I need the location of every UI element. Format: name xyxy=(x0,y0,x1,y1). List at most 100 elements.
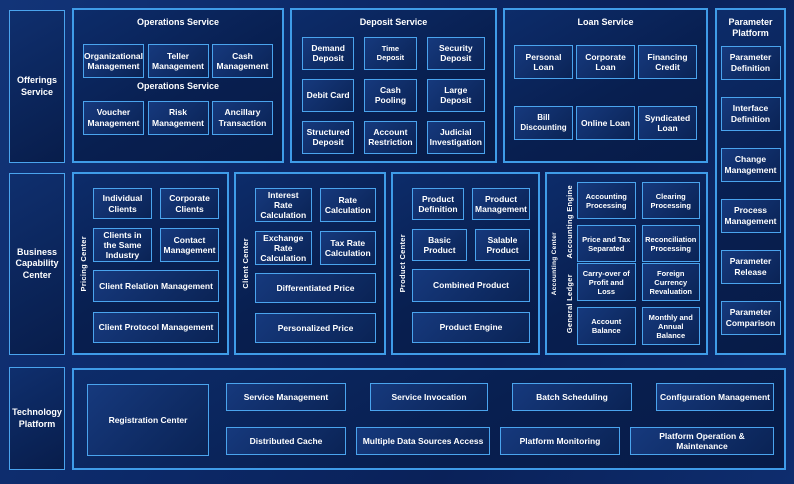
box-client-protocol-management: Client Protocol Management xyxy=(93,312,219,343)
box-foreign-currency-revaluation: Foreign Currency Revaluation xyxy=(641,263,700,301)
box-platform-operation-maintenance: Platform Operation & Maintenance xyxy=(630,427,774,455)
box-bill-discounting: Bill Discounting xyxy=(514,105,573,140)
operations-row-2: Voucher Management Risk Management Ancil… xyxy=(83,100,273,135)
box-change-management: Change Management xyxy=(720,147,781,182)
box-personal-loan: Personal Loan xyxy=(514,44,573,79)
box-large-deposit: Large Deposit xyxy=(426,78,485,112)
box-process-management: Process Management xyxy=(720,198,781,233)
operations-service-title: Operations Service xyxy=(136,17,220,27)
pricing-center-label: Pricing Center xyxy=(78,235,88,292)
box-reconciliation-processing: Reconciliation Processing xyxy=(641,225,700,262)
operations-service-mid-label: Operations Service xyxy=(136,80,220,91)
general-ledger-label: General Ledger xyxy=(565,274,574,334)
accounting-groups: Accounting Engine Accounting Processing … xyxy=(562,182,700,345)
box-tax-rate-calculation: Tax Rate Calculation xyxy=(319,231,376,265)
box-clearing-processing: Clearing Processing xyxy=(641,182,700,219)
pricing-center-label-strip: Pricing Center xyxy=(74,174,92,353)
box-platform-monitoring: Platform Monitoring xyxy=(500,427,620,455)
accounting-engine-label: Accounting Engine xyxy=(565,185,574,259)
box-differentiated-price: Differentiated Price xyxy=(255,273,376,304)
pricing-center-content: Individual Clients Corporate Clients Cli… xyxy=(92,174,227,353)
technology-grid: Service Management Service Invocation Ba… xyxy=(226,383,774,455)
box-teller-management: Teller Management xyxy=(147,43,209,78)
loan-row-1: Personal Loan Corporate Loan Financing C… xyxy=(514,44,697,79)
box-contact-management: Contact Management xyxy=(160,228,219,263)
box-product-definition: Product Definition xyxy=(412,188,465,221)
box-voucher-management: Voucher Management xyxy=(83,100,144,135)
box-corporate-loan: Corporate Loan xyxy=(576,44,635,79)
box-product-management: Product Management xyxy=(472,188,530,221)
box-accounting-processing: Accounting Processing xyxy=(577,182,636,219)
accounting-center-label-strip: Accounting Center xyxy=(547,182,562,345)
box-interest-rate-calculation: Interest Rate Calculation xyxy=(255,188,312,222)
client-center-panel: Client Center Interest Rate Calculation … xyxy=(234,172,386,355)
box-online-loan: Online Loan xyxy=(576,105,635,140)
box-security-deposit: Security Deposit xyxy=(426,36,485,70)
box-ancillary-transaction: Ancillary Transaction xyxy=(212,100,273,135)
box-demand-deposit: Demand Deposit xyxy=(302,36,355,70)
deposit-service-title: Deposit Service xyxy=(359,17,428,27)
box-salable-product: Salable Product xyxy=(475,229,530,262)
operations-service-panel: Operations Service Organizational Manage… xyxy=(72,8,284,163)
box-time-deposit: Time Deposit xyxy=(364,36,417,70)
box-service-management: Service Management xyxy=(226,383,346,411)
technology-platform-panel: Registration Center Service Management S… xyxy=(72,368,786,470)
accounting-engine-label-strip: Accounting Engine xyxy=(562,182,577,262)
box-judicial-investigation: Judicial Investigation xyxy=(426,120,485,154)
box-structured-deposit: Structured Deposit xyxy=(302,120,355,154)
operations-row-1: Organizational Management Teller Managem… xyxy=(83,43,273,78)
parameter-platform-list: Parameter Definition Interface Definitio… xyxy=(717,45,784,335)
box-corporate-clients: Corporate Clients xyxy=(160,188,219,220)
box-price-and-tax-separated: Price and Tax Separated xyxy=(577,225,636,262)
box-exchange-rate-calculation: Exchange Rate Calculation xyxy=(255,231,312,265)
box-carry-over-of-profit-and-loss: Carry-over of Profit and Loss xyxy=(577,263,636,301)
deposit-service-panel: Deposit Service Demand Deposit Time Depo… xyxy=(290,8,497,163)
general-ledger-group: General Ledger Carry-over of Profit and … xyxy=(562,263,700,345)
box-registration-center: Registration Center xyxy=(87,384,209,456)
box-multiple-data-sources-access: Multiple Data Sources Access xyxy=(356,427,490,455)
box-cash-pooling: Cash Pooling xyxy=(364,78,417,112)
box-personalized-price: Personalized Price xyxy=(255,313,376,343)
box-account-restriction: Account Restriction xyxy=(364,120,417,154)
box-clients-same-industry: Clients in the Same Industry xyxy=(93,228,152,263)
product-center-content: Product Definition Product Management Ba… xyxy=(411,174,538,353)
product-center-label: Product Center xyxy=(397,234,407,293)
box-cash-management: Cash Management xyxy=(212,43,273,78)
box-basic-product: Basic Product xyxy=(412,229,467,262)
product-center-panel: Product Center Product Definition Produc… xyxy=(391,172,540,355)
box-parameter-comparison: Parameter Comparison xyxy=(720,300,781,335)
box-combined-product: Combined Product xyxy=(412,269,530,302)
parameter-platform-panel: Parameter Platform Parameter Definition … xyxy=(715,8,786,355)
box-risk-management: Risk Management xyxy=(147,100,209,135)
box-interface-definition: Interface Definition xyxy=(720,96,781,131)
box-organizational-management: Organizational Management xyxy=(83,43,144,78)
box-parameter-definition: Parameter Definition xyxy=(720,45,781,80)
client-center-label-strip: Client Center xyxy=(236,174,254,353)
loan-row-2: Bill Discounting Online Loan Syndicated … xyxy=(514,105,697,140)
box-product-engine: Product Engine xyxy=(412,311,530,343)
box-client-relation-management: Client Relation Management xyxy=(93,270,219,303)
pricing-center-panel: Pricing Center Individual Clients Corpor… xyxy=(72,172,229,355)
general-ledger-label-strip: General Ledger xyxy=(562,263,577,345)
sidebar-item-business-capability-center: Business Capability Center xyxy=(9,173,65,355)
accounting-center-panel: Accounting Center Accounting Engine Acco… xyxy=(545,172,708,355)
sidebar-item-offerings-service: Offerings Service xyxy=(9,10,65,163)
accounting-center-label: Accounting Center xyxy=(551,231,558,296)
client-center-content: Interest Rate Calculation Rate Calculati… xyxy=(254,174,384,353)
loan-service-title: Loan Service xyxy=(577,17,634,27)
box-financing-credit: Financing Credit xyxy=(638,44,697,79)
box-syndicated-loan: Syndicated Loan xyxy=(638,105,697,140)
box-distributed-cache: Distributed Cache xyxy=(226,427,346,455)
product-center-label-strip: Product Center xyxy=(393,174,411,353)
box-batch-scheduling: Batch Scheduling xyxy=(512,383,632,411)
box-parameter-release: Parameter Release xyxy=(720,249,781,284)
box-individual-clients: Individual Clients xyxy=(93,188,152,220)
parameter-platform-title: Parameter Platform xyxy=(728,17,773,38)
box-account-balance: Account Balance xyxy=(577,307,636,345)
box-debit-card: Debit Card xyxy=(302,78,355,112)
box-service-invocation: Service Invocation xyxy=(370,383,488,411)
loan-service-panel: Loan Service Personal Loan Corporate Loa… xyxy=(503,8,708,163)
box-configuration-management: Configuration Management xyxy=(656,383,774,411)
box-rate-calculation: Rate Calculation xyxy=(319,188,376,222)
